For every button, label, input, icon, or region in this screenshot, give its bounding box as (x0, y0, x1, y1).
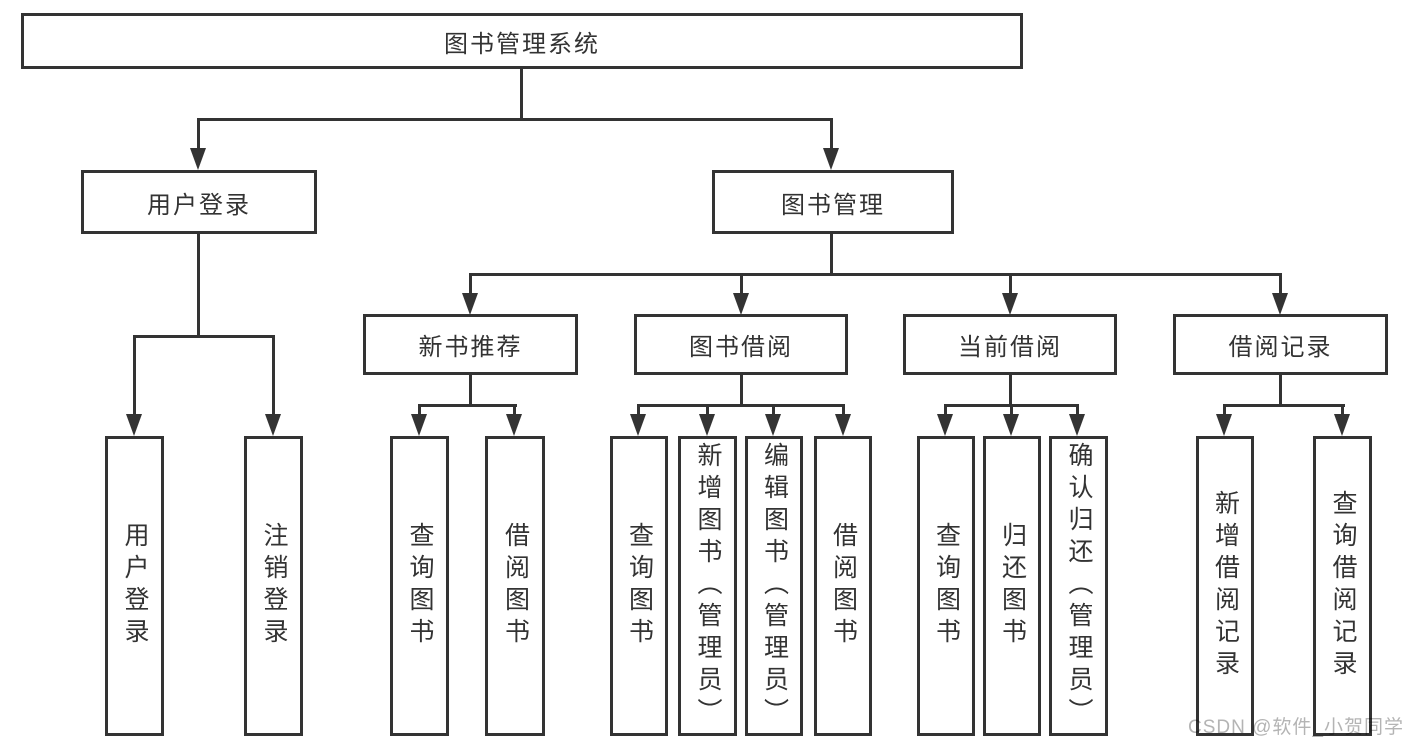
connector-segment (1279, 375, 1282, 407)
connector-arrow (126, 414, 142, 436)
connector-segment (197, 118, 833, 121)
connector-segment (469, 375, 472, 407)
connector-segment (1341, 404, 1344, 418)
connector-arrow (1002, 293, 1018, 315)
connector-arrow (937, 414, 953, 436)
connector-segment (1223, 404, 1226, 418)
connector-segment (133, 335, 136, 416)
connector-segment (1279, 273, 1282, 297)
connector-segment (706, 404, 709, 418)
connector-arrow (190, 148, 206, 170)
connector-arrow (265, 414, 281, 436)
connector-arrow (506, 414, 522, 436)
connector-segment (513, 404, 516, 418)
leaf-current-query-books: 查询图书 (917, 436, 975, 736)
connector-segment (133, 335, 275, 338)
connector-arrow (699, 414, 715, 436)
leaf-confirm-return-admin: 确认归还（管理员） (1049, 436, 1108, 736)
connector-segment (830, 234, 833, 276)
connector-arrow (1334, 414, 1350, 436)
leaf-add-borrow-record: 新增借阅记录 (1196, 436, 1254, 736)
connector-segment (1010, 404, 1013, 418)
connector-arrow (823, 148, 839, 170)
connector-segment (842, 404, 845, 418)
node-new-book-recommend: 新书推荐 (363, 314, 578, 375)
connector-arrow (1069, 414, 1085, 436)
connector-segment (469, 273, 1282, 276)
connector-segment (830, 118, 833, 152)
leaf-borrowing-query-books: 查询图书 (610, 436, 668, 736)
connector-segment (1009, 375, 1012, 407)
leaf-query-borrow-record: 查询借阅记录 (1313, 436, 1372, 736)
connector-segment (520, 69, 523, 121)
connector-segment (944, 404, 947, 418)
connector-segment (418, 404, 517, 407)
connector-segment (197, 118, 200, 152)
connector-arrow (835, 414, 851, 436)
connector-arrow (1003, 414, 1019, 436)
connector-arrow (462, 293, 478, 315)
leaf-recommend-borrow-books: 借阅图书 (485, 436, 545, 736)
node-user-login: 用户登录 (81, 170, 317, 234)
connector-segment (1223, 404, 1345, 407)
connector-segment (272, 335, 275, 416)
connector-segment (637, 404, 845, 407)
connector-arrow (1216, 414, 1232, 436)
csdn-watermark: CSDN @软件_小贺同学 (1188, 717, 1404, 738)
connector-arrow (1272, 293, 1288, 315)
connector-segment (740, 273, 743, 297)
connector-segment (469, 273, 472, 297)
leaf-edit-books-admin: 编辑图书（管理员） (745, 436, 803, 736)
leaf-borrowing-borrow-books: 借阅图书 (814, 436, 872, 736)
connector-arrow (630, 414, 646, 436)
connector-arrow (733, 293, 749, 315)
connector-segment (197, 234, 200, 338)
connector-segment (740, 375, 743, 407)
connector-segment (1076, 404, 1079, 418)
node-book-borrowing: 图书借阅 (634, 314, 848, 375)
leaf-return-books: 归还图书 (983, 436, 1041, 736)
leaf-add-books-admin: 新增图书（管理员） (678, 436, 737, 736)
connector-segment (772, 404, 775, 418)
node-book-management-system: 图书管理系统 (21, 13, 1023, 69)
connector-segment (418, 404, 421, 418)
connector-segment (1009, 273, 1012, 297)
connector-arrow (411, 414, 427, 436)
leaf-user-login: 用户登录 (105, 436, 164, 736)
node-borrowing-records: 借阅记录 (1173, 314, 1388, 375)
leaf-logout: 注销登录 (244, 436, 303, 736)
node-book-management: 图书管理 (712, 170, 954, 234)
connector-arrow (765, 414, 781, 436)
connector-segment (637, 404, 640, 418)
leaf-recommend-query-books: 查询图书 (390, 436, 449, 736)
node-current-borrowing: 当前借阅 (903, 314, 1117, 375)
